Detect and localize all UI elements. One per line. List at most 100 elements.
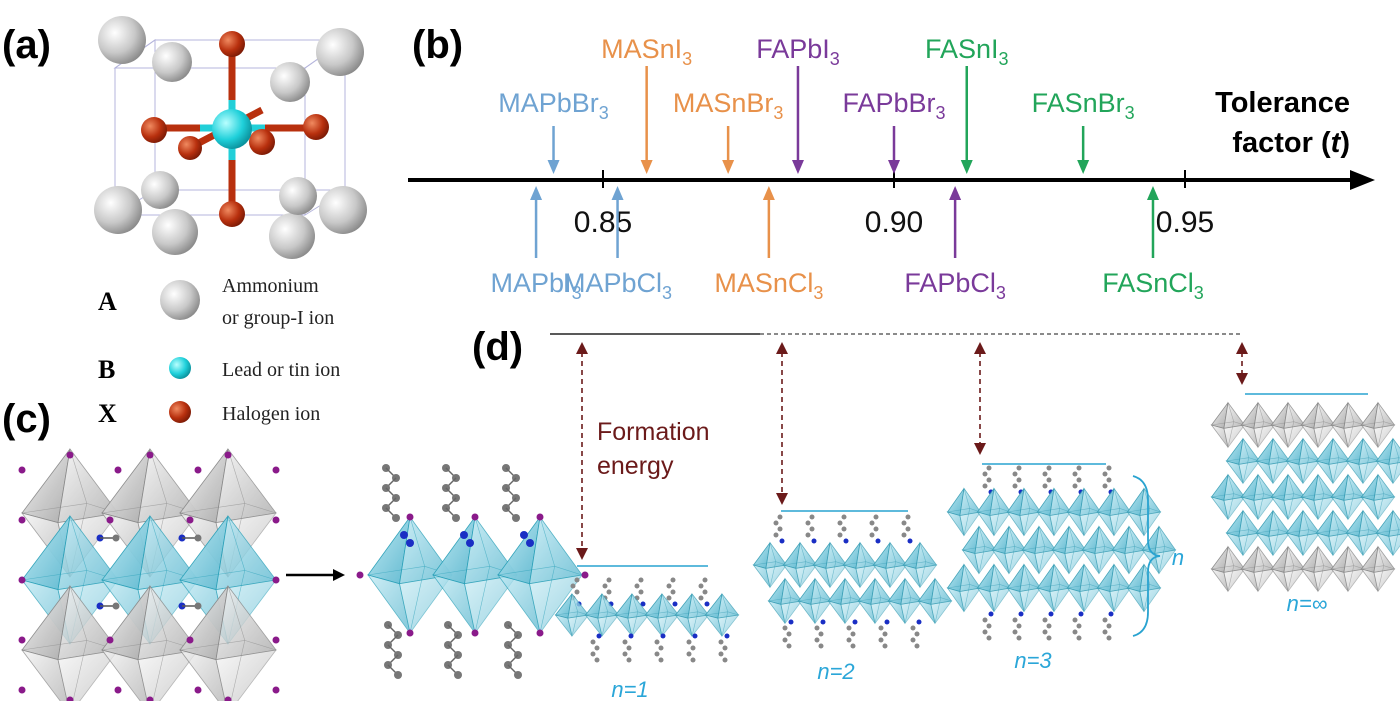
compound-label: MAPbI3 (491, 268, 582, 303)
block-octahedron (976, 563, 1012, 613)
block-octahedron (1240, 401, 1276, 449)
block-octahedron (976, 487, 1012, 537)
block-octahedron (1330, 401, 1366, 449)
block-octahedron (1006, 563, 1042, 613)
block-octahedron (1225, 509, 1261, 557)
block-octahedron (1330, 545, 1366, 593)
compound-label: FASnCl3 (1102, 268, 1204, 303)
arrowhead-down (1236, 373, 1248, 385)
structure-n3 (946, 487, 1177, 613)
legend-text-line2: or group-I ion (222, 307, 334, 329)
octahedron-3d (178, 585, 277, 701)
block-octahedron (1081, 525, 1117, 575)
block-octahedron (1345, 509, 1381, 557)
arrowhead-up (974, 342, 986, 354)
block-octahedron (857, 577, 893, 625)
perovskite-unit-cell (94, 16, 367, 259)
block-octahedron (1330, 473, 1366, 521)
compound-arrowhead (1146, 186, 1159, 200)
block-octahedron (554, 592, 590, 637)
block-octahedron (917, 577, 953, 625)
organic-chain-group (590, 633, 730, 663)
formation-energy-label-line2: energy (597, 452, 674, 480)
legend-swatch (160, 280, 200, 320)
organic-spacer-chains (356, 464, 589, 679)
block-octahedron (767, 577, 803, 625)
layer-count-label: n=1 (611, 677, 648, 701)
block-octahedron (614, 592, 650, 637)
axis-tick-label: 0.95 (1156, 206, 1214, 239)
block-octahedron (1096, 563, 1132, 613)
structure-conversion (18, 448, 589, 701)
legend-letter: X (98, 399, 117, 428)
legend-swatch (169, 401, 191, 423)
arrowhead-up (1236, 342, 1248, 354)
compound-arrowhead (530, 186, 543, 200)
panel-label-b: (b) (412, 23, 463, 67)
octahedron-2d (497, 515, 583, 634)
block-octahedron (1315, 509, 1351, 557)
block-octahedron (946, 487, 982, 537)
compound-arrowhead (888, 160, 900, 174)
block-octahedron (961, 525, 997, 575)
octahedron-3d (100, 585, 199, 701)
octahedron-2d (367, 515, 453, 634)
block-octahedron (1240, 545, 1276, 593)
block-octahedron (1210, 545, 1246, 593)
block-octahedron (644, 592, 680, 637)
axis-tick-label: 0.85 (574, 206, 632, 239)
arrowhead-down (776, 493, 788, 505)
octahedron-3d (20, 585, 119, 701)
block-octahedron (1315, 437, 1351, 485)
block-octahedron (704, 592, 740, 637)
structure-n2 (752, 541, 953, 625)
block-octahedron (946, 563, 982, 613)
compound-arrowhead (960, 160, 973, 174)
block-octahedron (1126, 563, 1162, 613)
legend-letter: A (98, 287, 117, 316)
block-octahedron (872, 541, 908, 589)
block-octahedron (887, 577, 923, 625)
compound-arrowhead (949, 186, 962, 200)
block-octahedron (902, 541, 938, 589)
block-octahedron (1300, 473, 1336, 521)
arrowhead-down (974, 443, 986, 455)
b-site-ion (212, 109, 252, 149)
halide-vertices (18, 451, 280, 701)
block-octahedron (1285, 437, 1321, 485)
arrowhead-up (776, 342, 788, 354)
block-octahedron (1006, 487, 1042, 537)
legend-text: Halogen ion (222, 403, 320, 425)
block-octahedron (1300, 401, 1336, 449)
block-octahedron (1225, 437, 1261, 485)
block-octahedron (1360, 473, 1396, 521)
organic-chain-group (982, 611, 1114, 641)
a-site-ions (94, 16, 367, 259)
block-octahedron (1210, 401, 1246, 449)
block-octahedron (1096, 487, 1132, 537)
block-octahedron (1255, 437, 1291, 485)
layer-count-label: n=∞ (1287, 591, 1328, 616)
structure-n-infinity (1210, 401, 1400, 593)
compound-label: MAPbCl3 (563, 268, 672, 303)
compound-arrowhead (640, 160, 653, 174)
conversion-arrowhead (333, 569, 345, 581)
axis-arrowhead (1350, 170, 1375, 190)
block-octahedron (584, 592, 620, 637)
panel-label-a: (a) (2, 23, 51, 67)
organic-chain-group (773, 514, 913, 544)
compound-label: FAPbI3 (756, 34, 840, 69)
block-octahedron (1375, 509, 1400, 557)
compound-label: FASnI3 (925, 34, 1009, 69)
block-octahedron (1270, 401, 1306, 449)
block-octahedron (782, 541, 818, 589)
legend-swatch (169, 357, 191, 379)
compound-label: FASnBr3 (1032, 88, 1135, 123)
block-octahedron (1111, 525, 1147, 575)
x-site-ions (141, 31, 329, 227)
compound-arrowhead (1077, 160, 1090, 174)
block-octahedron (674, 592, 710, 637)
compound-arrowhead (547, 160, 560, 174)
